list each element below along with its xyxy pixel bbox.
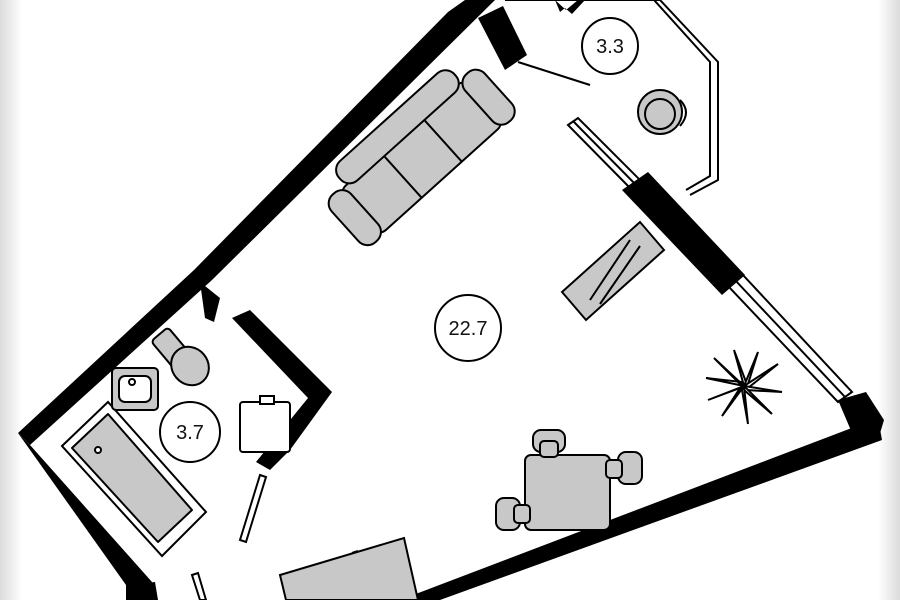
sofa-icon [327,68,516,247]
windows [566,116,854,404]
chair-icon [495,497,531,531]
window-balcony [566,116,644,192]
walls [18,0,884,600]
room-label-balcony: 3.3 [581,17,639,75]
room-label-main: 22.7 [434,294,502,362]
wall-east-corner [838,392,884,440]
door-entrance [190,571,208,600]
balcony-plant-icon [555,0,585,14]
screenshot-edge-left [0,0,22,600]
room-label-bathroom: 3.7 [159,401,221,463]
room-area-text: 22.7 [449,318,488,340]
washing-machine-icon [239,395,291,453]
wall-northwest [18,0,495,445]
wall-corner-stub [478,6,527,70]
room-area-text: 3.3 [596,36,624,58]
window-east [726,272,854,404]
room-area-text: 3.7 [176,422,204,444]
kitchen-counter-icon [278,536,420,600]
chair-icon [605,451,643,485]
wall-bottom-stub [126,582,158,600]
desk-icon [560,220,666,322]
wall-southwest [18,433,152,598]
door-bathroom [238,473,268,544]
wall-bathroom-inner [200,282,220,322]
wall-southeast [400,418,882,600]
screenshot-edge-right [878,0,900,600]
balcony-chair-icon [637,89,687,135]
plant-icon [705,349,783,425]
toilet-icon [151,327,210,387]
sink-icon [111,367,159,411]
bathtub-icon [60,400,208,558]
balcony-outline [505,0,719,196]
wall-balcony-partition [622,172,745,295]
chair-icon [532,429,566,458]
dining-table-icon [524,454,611,531]
